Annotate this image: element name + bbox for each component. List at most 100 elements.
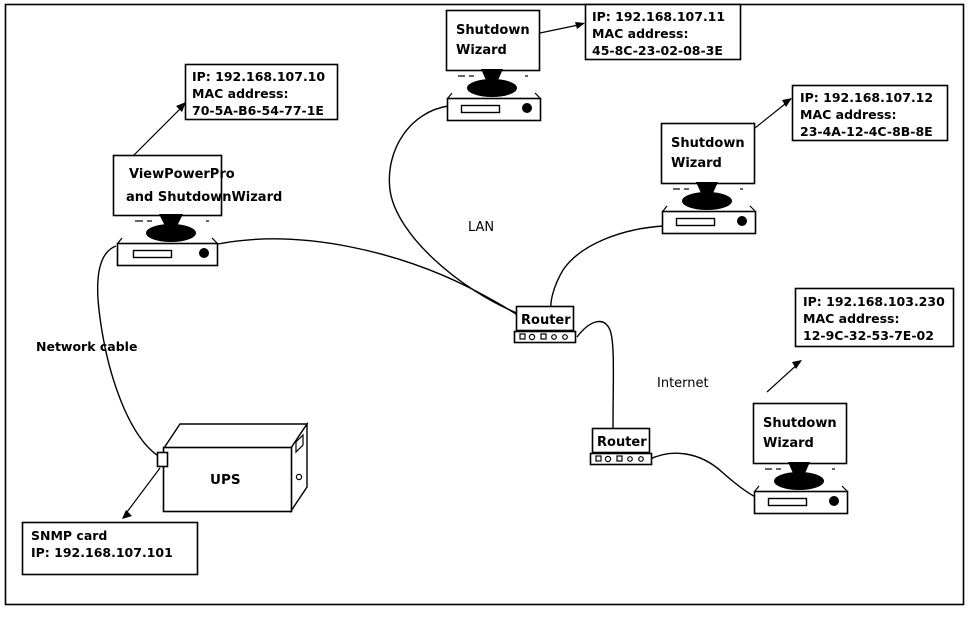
callout-sw-bottom-info: IP: 192.168.103.230 MAC address: 12-9C-3… (794, 287, 955, 348)
callout-sw-top-info-line1: IP: 192.168.107.11 (592, 9, 725, 24)
arrow-head-viewpowerpro-info (176, 102, 186, 112)
ups-side-indicator (295, 473, 303, 481)
connection-lines (96, 105, 761, 500)
arrow-line-snmp-info (123, 467, 161, 517)
arrow-head-snmp-info (122, 510, 132, 519)
node-ups[interactable]: UPS (156, 421, 309, 514)
callout-sw-bottom-info-line3: 12-9C-32-53-7E-02 (803, 328, 934, 343)
link-label-lan: LAN (468, 220, 494, 235)
node-shutdown-wizard-bottom[interactable]: Shutdown Wizard (752, 402, 849, 515)
callout-viewpowerpro-info: IP: 192.168.107.10 MAC address: 70-5A-B6… (184, 63, 339, 121)
sw-right-tower-bevel-right (749, 205, 756, 212)
viewpowerpro-monitor-screen (112, 154, 223, 217)
callout-sw-right-info-line2: MAC address: (800, 107, 897, 122)
callout-sw-top-info: IP: 192.168.107.11 MAC address: 45-8C-23… (584, 3, 742, 61)
node-router-internet[interactable]: Router (589, 427, 653, 466)
arrow-head-sw-bottom-info (792, 360, 802, 369)
sw-right-tower-bevel-left (662, 205, 668, 212)
arrow-line-sw-top-info (539, 23, 584, 34)
sw-right-label-line2: Wizard (671, 156, 722, 171)
router-internet-ports (595, 455, 644, 463)
link-label-internet: Internet (657, 376, 709, 391)
sw-bottom-tower-power-button (829, 496, 839, 506)
viewpowerpro-tower-drive-slot (132, 249, 173, 259)
sw-right-monitor-base (682, 192, 732, 210)
link-sw-right-to-router-lan (550, 225, 664, 311)
node-viewpowerpro[interactable]: ViewPowerPro and ShutdownWizard (112, 154, 283, 267)
callout-sw-bottom-info-box (794, 287, 955, 348)
arrow-line-sw-right-info (754, 99, 791, 129)
router-lan-body (515, 305, 575, 332)
sw-right-monitor-stand (696, 182, 718, 200)
sw-top-monitor-stand (481, 69, 503, 87)
sw-right-label-line1: Shutdown (671, 136, 745, 151)
arrow-head-sw-right-info (782, 98, 792, 107)
viewpowerpro-tower-bevel-left (117, 237, 123, 244)
viewpowerpro-label-line2: and ShutdownWizard (126, 190, 282, 205)
arrow-line-viewpowerpro-info (130, 103, 186, 159)
sw-bottom-monitor-screen (752, 402, 848, 465)
ups-label: UPS (210, 472, 241, 488)
node-router-lan[interactable]: Router (513, 305, 577, 344)
sw-right-monitor-screen (660, 122, 756, 185)
sw-top-tower-bevel-left (447, 92, 453, 99)
callout-snmp-info-line1: SNMP card (31, 528, 107, 543)
arrow-head-sw-top-info (575, 22, 585, 29)
sw-top-monitor-screen (445, 9, 541, 72)
callout-snmp-info-line2: IP: 192.168.107.101 (31, 545, 173, 560)
router-internet-port-strip (589, 452, 653, 466)
callout-viewpowerpro-info-line3: 70-5A-B6-54-77-1E (192, 103, 324, 118)
router-lan-label: Router (521, 313, 571, 328)
viewpowerpro-tower-bevel-right (211, 237, 218, 244)
sw-right-tower-power-button (737, 216, 747, 226)
sw-bottom-label-line1: Shutdown (763, 416, 837, 431)
link-router-internet-to-sw-bottom (647, 452, 761, 500)
router-internet-label: Router (597, 435, 647, 450)
ups-network-port (156, 451, 169, 468)
sw-right-tower-drive-slot (675, 217, 716, 227)
router-internet-body (591, 427, 651, 454)
callout-sw-bottom-info-line2: MAC address: (803, 311, 900, 326)
link-ups-to-viewpowerpro (96, 245, 164, 460)
callout-sw-top-info-box (584, 3, 742, 61)
link-sw-top-to-router-lan (388, 105, 520, 315)
callout-sw-right-info-line1: IP: 192.168.107.12 (800, 90, 933, 105)
sw-top-monitor-base (467, 79, 517, 97)
sw-top-label-line2: Wizard (456, 43, 507, 58)
link-viewpowerpro-to-router-lan (217, 238, 520, 317)
viewpowerpro-monitor-stand (159, 214, 183, 232)
sw-top-tower-drive-slot (460, 104, 501, 114)
callout-sw-right-info: IP: 192.168.107.12 MAC address: 23-4A-12… (791, 84, 949, 142)
sw-bottom-tower-bevel-right (841, 485, 848, 492)
router-lan-port-strip (513, 330, 577, 344)
viewpowerpro-monitor-base (146, 224, 196, 242)
sw-bottom-label-line2: Wizard (763, 436, 814, 451)
sw-bottom-monitor-stand (788, 462, 810, 480)
callout-sw-right-info-line3: 23-4A-12-4C-8B-8E (800, 124, 933, 139)
router-lan-ports (519, 333, 568, 341)
link-router-lan-to-router-internet (576, 320, 615, 429)
arrow-line-sw-bottom-info (766, 361, 801, 393)
callout-sw-bottom-info-line1: IP: 192.168.103.230 (803, 294, 945, 309)
node-shutdown-wizard-right[interactable]: Shutdown Wizard (660, 122, 757, 235)
callout-viewpowerpro-info-box (184, 63, 339, 121)
node-shutdown-wizard-top[interactable]: Shutdown Wizard (445, 9, 542, 122)
sw-bottom-tower-bevel-left (754, 485, 760, 492)
ups-side-vent-slot (295, 433, 304, 454)
sw-top-label-line1: Shutdown (456, 23, 530, 38)
ups-top-face (162, 423, 309, 449)
sw-bottom-monitor-base (774, 472, 824, 490)
viewpowerpro-label-line1: ViewPowerPro (129, 167, 235, 182)
callout-snmp-info: SNMP card IP: 192.168.107.101 (21, 521, 199, 576)
callout-viewpowerpro-info-line2: MAC address: (192, 86, 289, 101)
link-label-network-cable: Network cable (36, 339, 137, 354)
ups-front-face (162, 446, 293, 513)
callout-arrows (122, 22, 802, 519)
viewpowerpro-tower-power-button (199, 248, 209, 258)
callout-viewpowerpro-info-line1: IP: 192.168.107.10 (192, 69, 325, 84)
callout-snmp-info-box (21, 521, 199, 576)
callout-sw-right-info-box (791, 84, 949, 142)
sw-bottom-tower-drive-slot (767, 497, 808, 507)
